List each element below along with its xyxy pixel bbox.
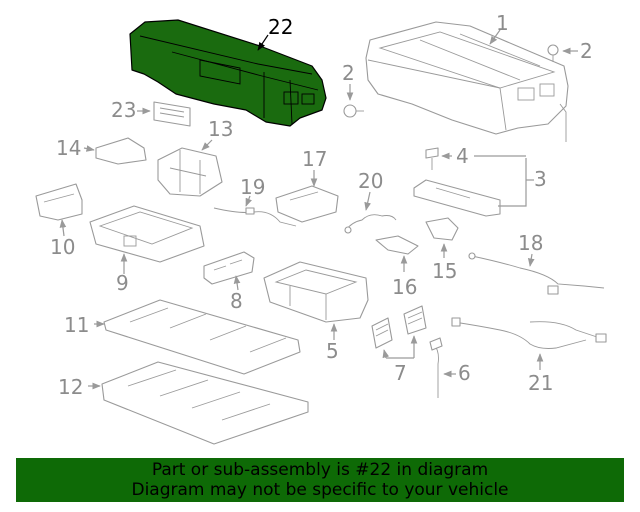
- part-12-lower-tray: [101, 361, 309, 445]
- callout-1: 1: [496, 11, 509, 35]
- callout-12: 12: [58, 375, 83, 399]
- part-18-harness: [468, 252, 605, 295]
- part-5-battery-module: [263, 261, 369, 323]
- callout-7: 7: [394, 361, 407, 385]
- part-9-control-module: [89, 205, 205, 263]
- callout-6: 6: [458, 361, 471, 385]
- callout-16: 16: [392, 275, 417, 299]
- part-16-bracket: [375, 235, 419, 255]
- part-2-bolt-left: [343, 104, 364, 118]
- callout-15: 15: [432, 259, 457, 283]
- part-22-cover[interactable]: [129, 19, 327, 127]
- callout-13: 13: [208, 117, 233, 141]
- part-11-tray: [103, 299, 301, 375]
- info-banner: Part or sub-assembly is #22 in diagram D…: [16, 458, 624, 502]
- part-17-plate: [275, 185, 339, 223]
- callout-4: 4: [456, 144, 469, 168]
- callout-18: 18: [518, 231, 543, 255]
- part-13-module: [157, 147, 223, 197]
- part-3-bracket: [413, 179, 501, 217]
- banner-line-1: Part or sub-assembly is #22 in diagram: [151, 460, 489, 480]
- callout-2-right: 2: [580, 39, 593, 63]
- part-4-bolt: [425, 147, 439, 170]
- part-2-bolt-right: [547, 44, 559, 62]
- part-8-connector: [203, 251, 255, 285]
- part-21-harness: [451, 317, 607, 349]
- part-19-cable: [213, 207, 297, 227]
- callout-10: 10: [50, 235, 75, 259]
- callout-9: 9: [116, 271, 129, 295]
- callout-8: 8: [230, 289, 243, 313]
- part-15-bracket: [425, 217, 459, 241]
- callout-21: 21: [528, 371, 553, 395]
- part-7-seals: [371, 305, 427, 349]
- callout-22: 22: [268, 15, 293, 39]
- callout-17: 17: [302, 147, 327, 171]
- callout-5: 5: [326, 339, 339, 363]
- callout-14: 14: [56, 136, 81, 160]
- part-14-bracket: [95, 137, 147, 165]
- callout-20: 20: [358, 169, 383, 193]
- callout-11: 11: [64, 313, 89, 337]
- part-23-label: [153, 101, 191, 127]
- part-10-bracket: [35, 183, 83, 221]
- banner-line-2: Diagram may not be specific to your vehi…: [131, 480, 509, 500]
- part-1-battery-assembly: [365, 21, 569, 142]
- part-20-harness: [344, 214, 397, 234]
- callout-2-left: 2: [342, 61, 355, 85]
- callout-19: 19: [240, 175, 265, 199]
- callout-3: 3: [534, 167, 547, 191]
- part-6-hose: [429, 337, 443, 398]
- callout-23: 23: [111, 98, 136, 122]
